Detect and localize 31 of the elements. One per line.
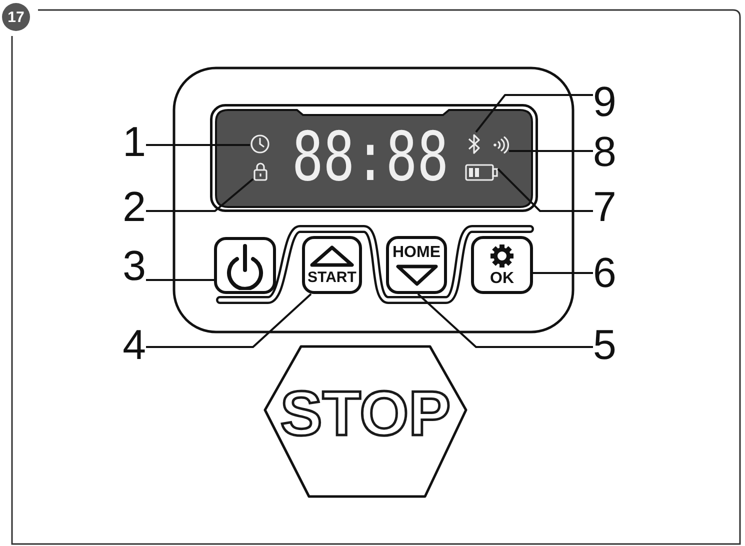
callout-number: 3 — [118, 245, 146, 287]
power-button — [214, 237, 276, 294]
callout-number: 2 — [118, 186, 146, 228]
stop-button: STOP — [263, 345, 468, 498]
start-button: START — [302, 236, 362, 294]
ok-button: OK — [471, 236, 533, 294]
leader-line — [417, 293, 593, 348]
bluetooth-icon — [467, 132, 481, 156]
home-button: HOME — [386, 236, 447, 294]
leader-line — [146, 293, 312, 348]
lcd-display — [210, 104, 538, 212]
wireless-signal-icon — [492, 136, 509, 154]
leader-line — [497, 168, 593, 212]
callout-number: 1 — [118, 121, 146, 163]
callout-number: 6 — [593, 252, 621, 294]
leader-line — [475, 94, 593, 133]
figure-number: 17 — [2, 3, 30, 31]
lock-icon — [253, 161, 268, 181]
leader-line — [146, 144, 250, 146]
leader-line — [509, 150, 593, 152]
battery-icon — [465, 164, 498, 181]
callout-number: 5 — [593, 324, 621, 366]
callout-number: 8 — [593, 131, 621, 173]
leader-line — [146, 279, 214, 281]
time-digits: 88:88 — [292, 124, 449, 192]
callout-number: 4 — [118, 324, 146, 366]
callout-number: 7 — [593, 186, 621, 228]
clock-icon — [250, 134, 270, 154]
callout-number: 9 — [593, 81, 621, 123]
leader-line — [533, 272, 593, 274]
leader-line — [146, 178, 254, 212]
